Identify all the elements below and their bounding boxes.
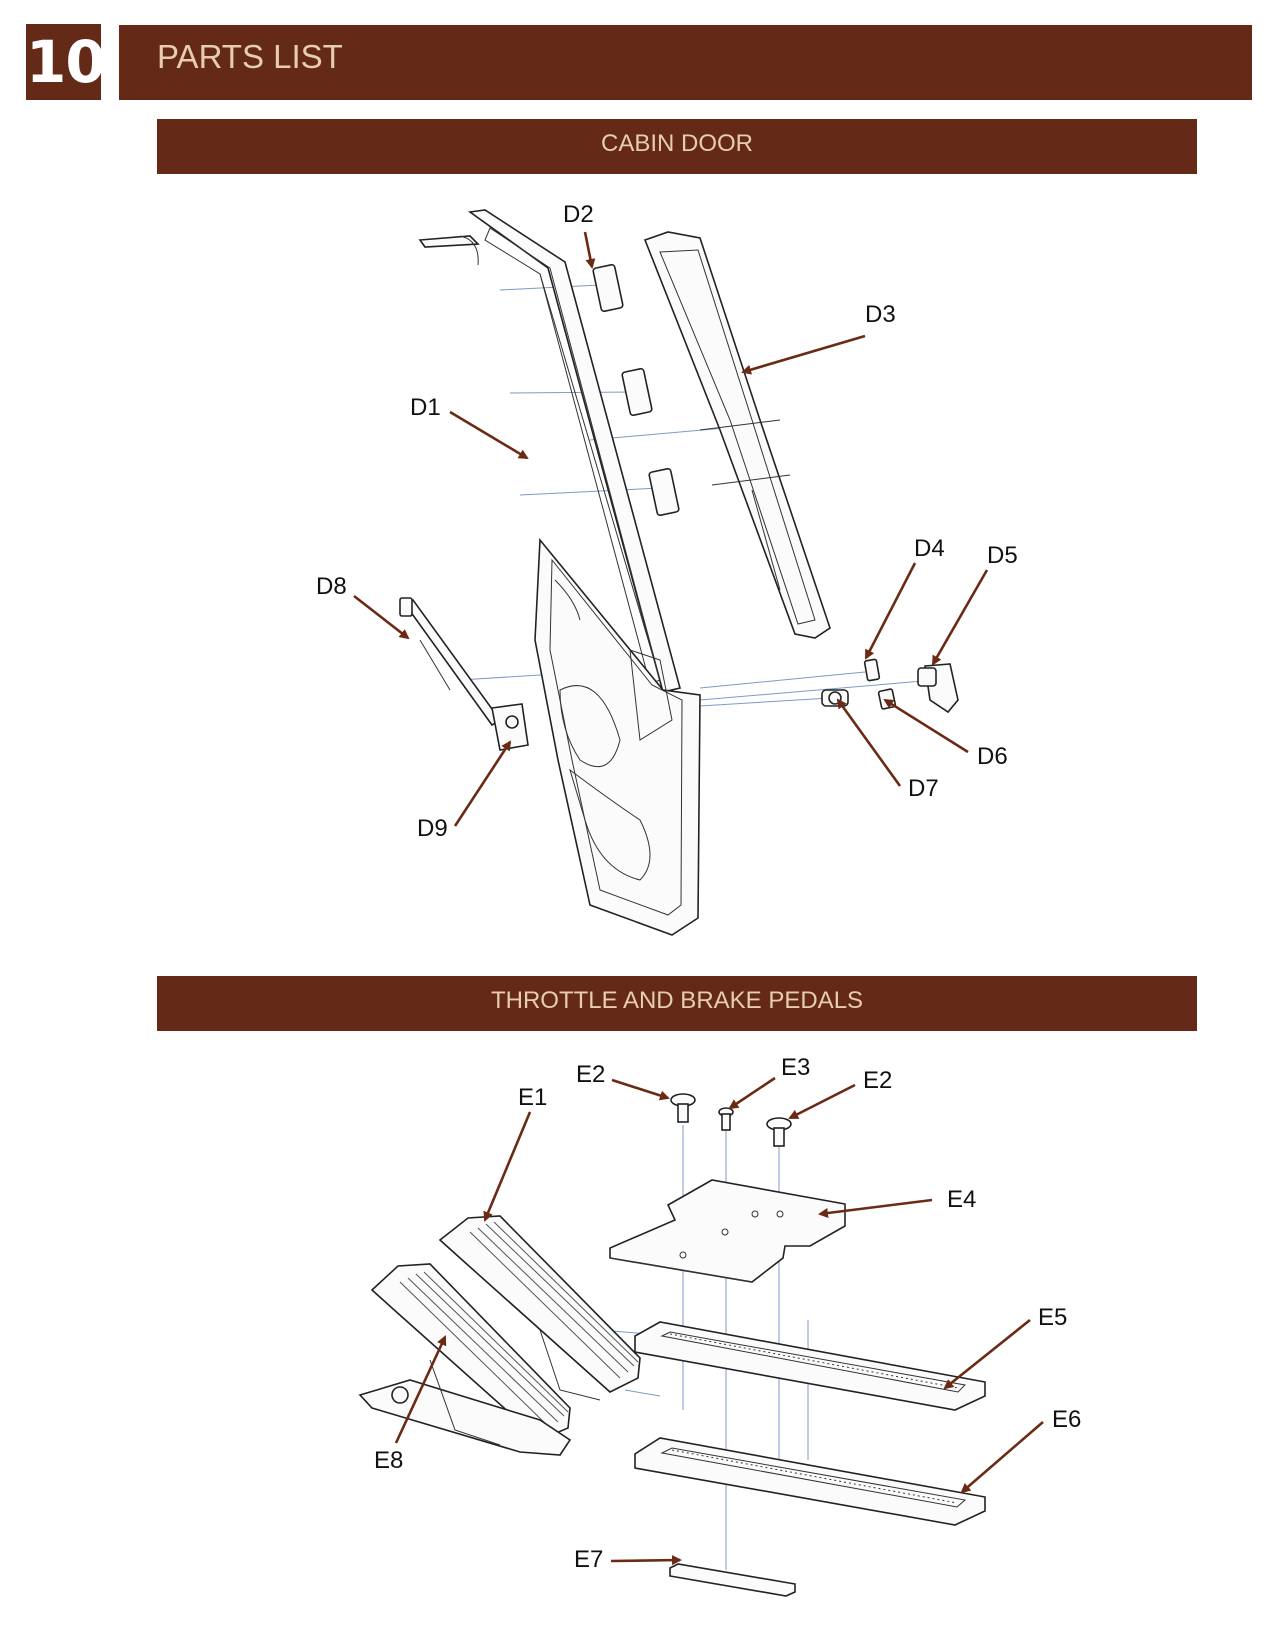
page-number: 10 <box>26 24 106 100</box>
callout-d3: D3 <box>865 301 896 328</box>
screw-e2-left <box>670 1093 696 1123</box>
pedal-e8 <box>358 1263 572 1456</box>
leader-arrows-door <box>353 231 989 827</box>
callout-d4: D4 <box>914 535 945 562</box>
callout-d9: D9 <box>417 815 448 842</box>
pedals-drawing: E2 E3 E2 E1 E4 E5 E6 E8 E7 <box>358 1054 1081 1597</box>
part-d5 <box>917 663 959 714</box>
mount-plate-e4 <box>609 1179 846 1283</box>
part-d8 <box>399 597 502 727</box>
callout-d7: D7 <box>908 775 939 802</box>
cabin-door-drawing: D2 D3 D1 D4 D5 D8 D6 D7 D9 <box>316 201 1018 936</box>
rail-e5 <box>634 1321 986 1411</box>
screw-e2-right <box>766 1117 792 1147</box>
callout-e3: E3 <box>781 1054 810 1081</box>
hinge-parts-d2 <box>592 263 680 517</box>
callout-d8: D8 <box>316 573 347 600</box>
callout-d1: D1 <box>410 394 441 421</box>
callout-e2-right: E2 <box>863 1067 892 1094</box>
door-lower-panel <box>534 537 701 936</box>
part-d4 <box>863 658 881 682</box>
screw-e3 <box>718 1107 734 1131</box>
callout-d5: D5 <box>987 542 1018 569</box>
callout-d6: D6 <box>977 743 1008 770</box>
callout-e5: E5 <box>1038 1304 1067 1331</box>
section-heading-pedals: THROTTLE AND BRAKE PEDALS <box>157 976 1197 1031</box>
callout-e4: E4 <box>947 1186 976 1213</box>
page-title: PARTS LIST <box>157 38 343 75</box>
part-d9 <box>491 703 529 751</box>
callout-e8: E8 <box>374 1447 403 1474</box>
window-frame-d3 <box>643 231 831 639</box>
part-d7 <box>821 689 849 707</box>
door-frame-d1 <box>418 209 681 693</box>
callout-d2: D2 <box>563 201 594 228</box>
section-heading-cabin-door: CABIN DOOR <box>157 119 1197 174</box>
pedal-e1 <box>438 1215 641 1401</box>
callout-e7: E7 <box>574 1546 603 1573</box>
bar-e7 <box>669 1563 796 1597</box>
callout-e2-left: E2 <box>576 1061 605 1088</box>
rail-e6 <box>634 1437 986 1526</box>
title-bar: PARTS LIST <box>119 25 1252 100</box>
leader-arrows-pedals <box>394 1076 1044 1566</box>
callout-e6: E6 <box>1052 1406 1081 1433</box>
callout-e1: E1 <box>518 1084 547 1111</box>
